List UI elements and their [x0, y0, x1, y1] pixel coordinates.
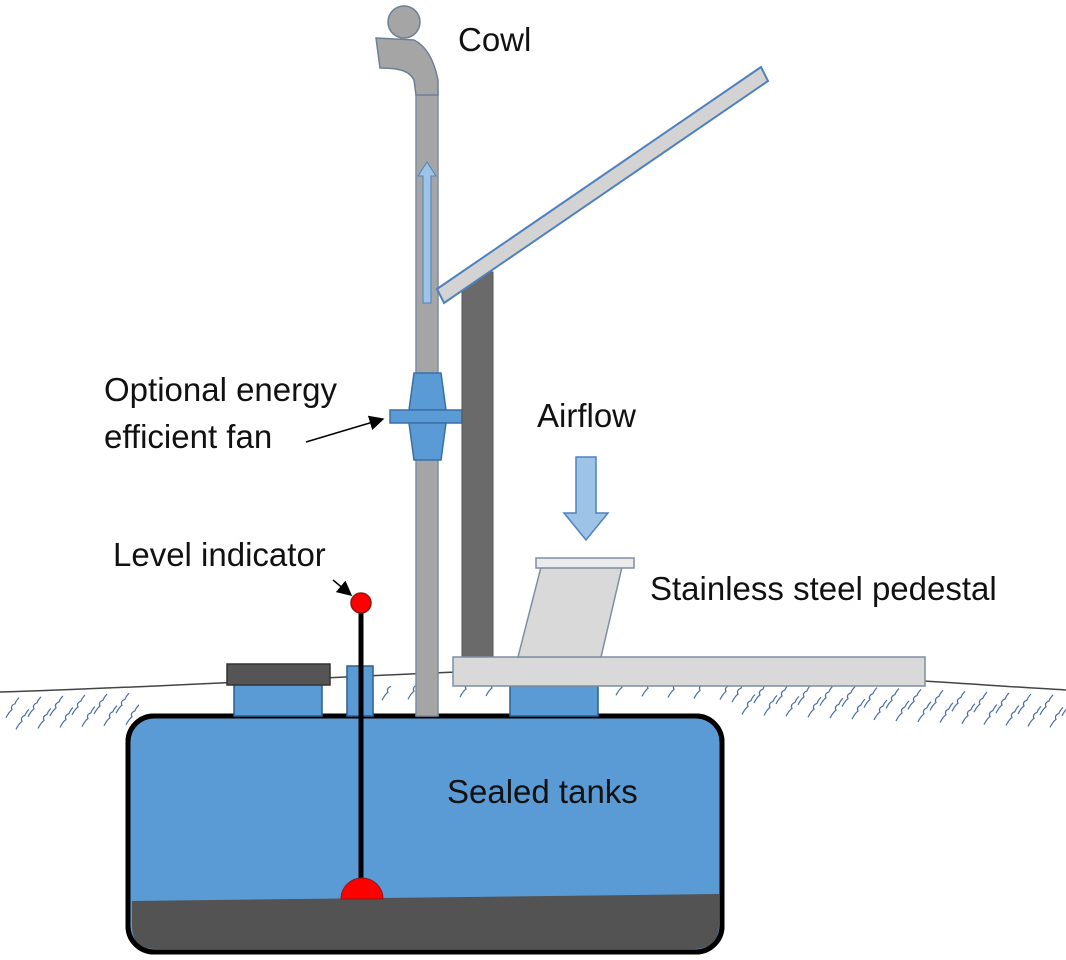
soil-hatch-stroke — [1005, 705, 1020, 726]
soil-hatch-stroke — [863, 687, 878, 708]
soil-hatch-stroke — [961, 703, 976, 724]
soil-hatch-stroke — [59, 707, 74, 728]
soil-hatch-stroke — [873, 699, 888, 721]
soil-hatch-stroke — [115, 692, 130, 714]
level-indicator-ball — [350, 592, 372, 614]
fan-leader-arrow — [305, 415, 385, 443]
cowl — [375, 5, 439, 96]
soil-hatch-stroke — [939, 702, 954, 724]
label-airflow: Airflow — [537, 397, 636, 434]
label-pedestal: Stainless steel pedestal — [650, 570, 997, 607]
manhole-riser — [233, 683, 323, 717]
soil-hatch-stroke — [1017, 693, 1032, 715]
level-indicator-float — [340, 877, 384, 900]
soil-hatch-stroke — [407, 684, 418, 700]
soil-hatch-stroke — [5, 697, 20, 719]
soil-hatch-stroke — [819, 685, 834, 707]
soil-hatch-stroke — [995, 692, 1010, 714]
soil-hatch-stroke — [763, 695, 778, 716]
tank-sludge — [132, 894, 719, 949]
soil-hatch-stroke — [907, 689, 922, 710]
soil-hatch-stroke — [37, 708, 52, 729]
soil-hatch-stroke — [775, 683, 790, 705]
indicator-leader-arrow — [332, 579, 353, 596]
optional-fan — [389, 372, 463, 461]
soil-hatch-stroke — [851, 698, 866, 720]
soil-hatch-stroke — [951, 690, 966, 712]
soil-hatch-stroke — [929, 689, 944, 711]
soil-hatch-stroke — [103, 705, 118, 726]
pedestal-base-riser — [509, 685, 599, 717]
stainless-steel-pedestal — [517, 557, 635, 658]
soil-hatch-stroke — [27, 696, 42, 718]
label-cowl: Cowl — [458, 21, 531, 58]
soil-hatch-stroke — [93, 693, 108, 715]
platform-slab — [452, 656, 926, 687]
airflow-down-arrow — [562, 456, 610, 542]
soil-hatch-stroke — [885, 688, 900, 709]
soil-hatch-stroke — [841, 686, 856, 707]
vent-up-arrow — [417, 161, 437, 304]
soil-hatch-stroke — [1061, 708, 1066, 717]
manhole-lid — [226, 663, 331, 686]
label-tanks: Sealed tanks — [447, 773, 638, 810]
soil-hatch-stroke — [1039, 694, 1054, 716]
soil-hatch-stroke — [741, 694, 756, 715]
soil-hatch-stroke — [49, 695, 64, 717]
support-post — [461, 271, 494, 659]
soil-hatch-stroke — [785, 695, 800, 717]
soil-hatch-stroke — [15, 708, 30, 730]
soil-hatch-stroke — [381, 685, 392, 701]
soil-hatch-stroke — [895, 700, 910, 722]
soil-hatch-stroke — [1027, 705, 1042, 727]
sealed-tank — [125, 713, 725, 955]
label-fan-line1: Optional energy — [104, 371, 337, 408]
soil-hatch-stroke — [71, 694, 86, 716]
roof-panel — [435, 65, 770, 305]
soil-hatch-stroke — [1049, 706, 1064, 728]
soil-hatch-stroke — [917, 701, 932, 723]
soil-hatch-stroke — [797, 684, 812, 706]
soil-hatch-stroke — [81, 706, 96, 727]
label-level-indicator: Level indicator — [113, 536, 326, 573]
soil-hatch-stroke — [973, 691, 988, 713]
label-fan-line2: efficient fan — [104, 418, 272, 455]
soil-hatch-stroke — [807, 696, 822, 718]
soil-hatch-stroke — [125, 704, 140, 726]
soil-hatch-stroke — [829, 697, 844, 719]
soil-hatch-stroke — [719, 685, 730, 700]
soil-hatch-stroke — [983, 704, 998, 725]
